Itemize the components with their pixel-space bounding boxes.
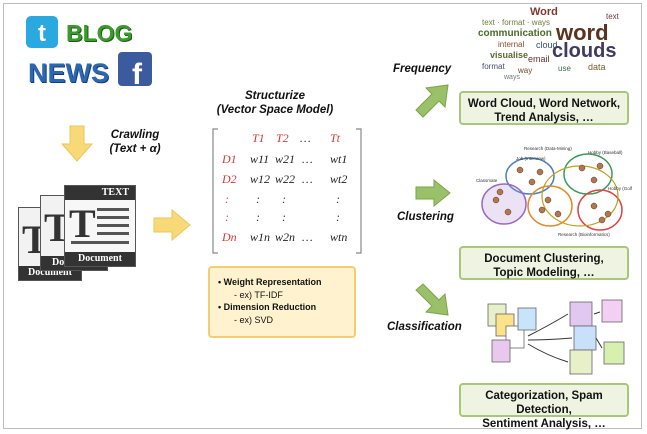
news-logo: NEWS (28, 58, 109, 88)
clustering-results-box: Document Clustering, Topic Modeling, … (459, 246, 629, 280)
word-cloud-image: Word text · format · ways communication … (478, 6, 619, 81)
matrix-header-ellipsis: … (300, 131, 311, 145)
crawling-label: Crawling (Text + α) (109, 129, 161, 155)
processing-box: • Weight Representation - ex) TF-IDF • D… (208, 266, 356, 338)
matrix-cell: wt1 (330, 152, 348, 166)
processing-item-example: - ex) SVD (234, 314, 274, 325)
classification-results-box: Categorization, Spam Detection, Sentimen… (459, 383, 629, 430)
document-stack: T Document T Document TEXT T Document (18, 185, 138, 290)
classification-label: Classification (387, 321, 462, 333)
matrix-cell: : (336, 192, 340, 206)
matrix-cell: w2n (275, 230, 296, 244)
diagram-frame (3, 3, 642, 429)
processing-item-title: • Dimension Reduction (218, 302, 317, 312)
matrix-header-t2: T2 (276, 131, 289, 145)
svg-text:Job (Interview): Job (Interview) (516, 156, 546, 161)
matrix-header-tt: Tt (330, 131, 341, 145)
crawling-arrow (60, 125, 94, 162)
matrix-cell: w22 (275, 172, 296, 186)
svg-text:Hobby (Golf): Hobby (Golf) (608, 186, 632, 191)
facebook-icon: f (118, 52, 152, 91)
svg-text:Research (Bioinformatics): Research (Bioinformatics) (558, 232, 610, 237)
matrix-cell: w21 (275, 152, 296, 166)
matrix-cell: … (302, 230, 313, 244)
matrix-row-label: : (225, 192, 229, 206)
matrix-cell: : (336, 210, 340, 224)
twitter-icon: t (26, 16, 58, 48)
matrix-cell: : (256, 210, 260, 224)
document-icon: TEXT T Document (64, 185, 136, 267)
frequency-arrow (415, 84, 449, 118)
matrix-row-label: Dn (222, 230, 237, 244)
matrix-cell: w1n (250, 230, 271, 244)
frequency-results-box: Word Cloud, Word Network, Trend Analysis… (459, 91, 629, 125)
structurize-arrow (153, 208, 191, 242)
matrix-cell: w12 (250, 172, 271, 186)
matrix-brackets (212, 128, 362, 254)
matrix-cell: wtn (330, 230, 348, 244)
svg-text:Classmate: Classmate (476, 178, 498, 183)
clustering-arrow (415, 178, 451, 208)
svg-text:f: f (132, 58, 143, 86)
matrix-cell: : (256, 192, 260, 206)
svg-text:Hobby (Baseball): Hobby (Baseball) (588, 150, 623, 155)
processing-item-example: - ex) TF-IDF (234, 289, 283, 300)
matrix-cell: : (282, 192, 286, 206)
classification-image (487, 299, 625, 375)
matrix-cell: … (302, 152, 313, 166)
processing-item-title: • Weight Representation (218, 277, 322, 287)
matrix-row-label: D1 (222, 152, 237, 166)
clustering-label: Clustering (397, 211, 454, 223)
classification-arrow (415, 283, 449, 316)
clustering-network-image: Research (Data-Mining) Hobby (Baseball) … (476, 146, 632, 237)
matrix-row-label: D2 (222, 172, 237, 186)
blog-logo: BLOG (66, 20, 133, 46)
svg-text:t: t (38, 20, 46, 47)
matrix-header-t1: T1 (252, 131, 265, 145)
matrix-cell: … (302, 172, 313, 186)
vector-space-matrix: T1 T2 … Tt D1 w11 w21 … wt1 D2 w12 w22 …… (212, 127, 362, 257)
matrix-cell: w11 (250, 152, 270, 166)
svg-text:Research (Data-Mining): Research (Data-Mining) (524, 146, 572, 151)
matrix-cell: wt2 (330, 172, 348, 186)
frequency-label: Frequency (393, 63, 452, 75)
structurize-label: Structurize (Vector Space Model) (216, 90, 334, 116)
matrix-cell: : (282, 210, 286, 224)
matrix-row-label: : (225, 210, 229, 224)
